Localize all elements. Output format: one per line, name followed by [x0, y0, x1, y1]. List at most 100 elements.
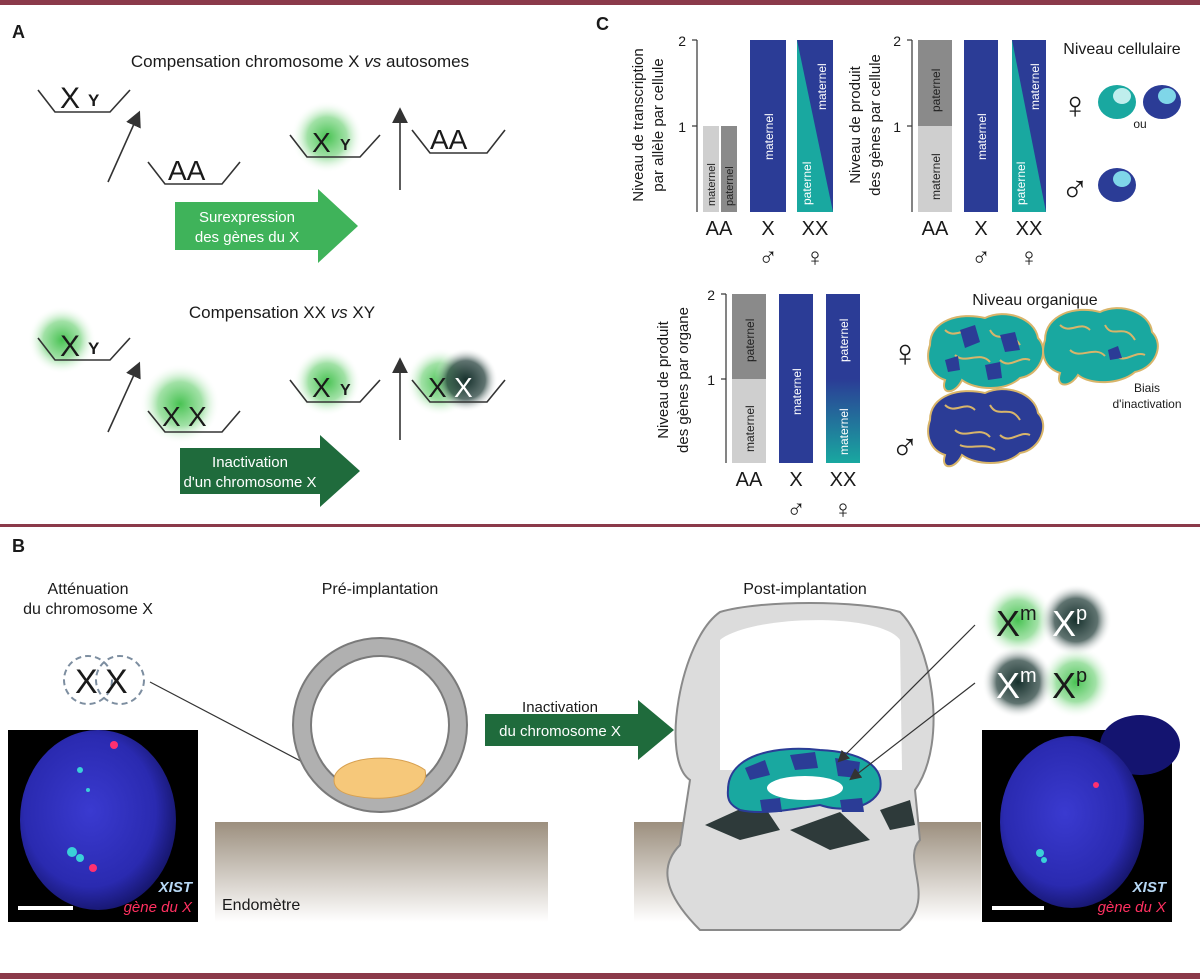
- female-symbol: ♀: [805, 242, 825, 272]
- chart2-cat-x: X: [974, 218, 987, 240]
- section-divider: [0, 524, 1200, 527]
- bar-label-paternel: paternel: [837, 319, 851, 362]
- chart2-ylabel-line1: Niveau de produit: [847, 65, 864, 183]
- chart1-tick-1: 1: [678, 119, 686, 135]
- post-implantation-embryo: [666, 602, 935, 931]
- chart2-cat-aa: AA: [922, 218, 949, 240]
- autosomes-aa: AA: [430, 124, 468, 155]
- bar-label-maternel: maternel: [762, 113, 776, 160]
- chromosome-x-inactive: X: [454, 372, 473, 403]
- svg-text:des gènes du X: des gènes du X: [195, 229, 299, 246]
- chart1-tick-2: 2: [678, 33, 686, 49]
- organ-level: Niveau organique ♀ Biais d'inactivation …: [891, 292, 1182, 469]
- male-symbol: ♂: [971, 242, 991, 272]
- chart3-tick-2: 2: [707, 287, 715, 303]
- surexpression-arrow: Surexpression des gènes du X: [175, 189, 358, 263]
- svg-text:Xp: Xp: [1052, 603, 1087, 644]
- pointer-line-3: [849, 682, 976, 781]
- arrow-up-3: [107, 361, 141, 433]
- bottom-border: [0, 973, 1200, 979]
- bar-label-maternel: maternel: [837, 408, 851, 455]
- female-symbol: ♀: [1061, 85, 1090, 127]
- female-symbol: ♀: [1019, 242, 1039, 272]
- chart-transcription: Niveau de transcription par allèle par c…: [630, 33, 833, 272]
- female-symbol: ♀: [833, 494, 853, 524]
- stage3-title: Post-implantation: [743, 581, 867, 598]
- stage1-line1: Atténuation: [48, 581, 129, 598]
- xy-tray-glow-3: X Y: [289, 348, 381, 416]
- xm-xp-cell-1: Xm Xp: [982, 584, 1112, 656]
- chart2-cat-xx: XX: [1016, 218, 1043, 240]
- inactivation-arrow-a: Inactivation d'un chromosome X: [180, 435, 360, 507]
- xy-tray-1: X Y: [37, 82, 131, 115]
- bar-label-maternel: maternel: [929, 153, 943, 200]
- chromosome-x: X: [188, 401, 207, 432]
- xm-xp-cell-2: Xm Xp: [982, 646, 1112, 718]
- autosomes-aa: AA: [168, 155, 206, 186]
- chart3-cat-xx: XX: [830, 469, 857, 491]
- male-symbol: ♂: [758, 242, 778, 272]
- chart2-ylabel-line2: des gènes par cellule: [867, 54, 884, 196]
- bar-label-paternel: paternel: [800, 162, 814, 205]
- bar-label-maternel: maternel: [743, 405, 757, 452]
- bar-label-paternel: paternel: [929, 69, 943, 112]
- bar-label-maternel: maternel: [975, 113, 989, 160]
- chart1-ylabel-line1: Niveau de transcription: [630, 48, 647, 201]
- gene-x-legend: gène du X: [1098, 899, 1167, 916]
- female-symbol: ♀: [891, 333, 920, 375]
- chromosome-x: X: [312, 127, 331, 158]
- xist-legend: XIST: [158, 879, 194, 896]
- brain-biased-icon: [1042, 307, 1159, 386]
- attenuated-xx: X X: [63, 655, 145, 705]
- chart3-cat-aa: AA: [736, 469, 763, 491]
- bias-line2: d'inactivation: [1113, 397, 1182, 411]
- bar-label-maternel: maternel: [815, 63, 829, 110]
- chromosome-y: Y: [340, 137, 351, 154]
- chart1-cat-xx: XX: [802, 218, 829, 240]
- chart1-cat-x: X: [761, 218, 774, 240]
- chart3-cat-x: X: [789, 469, 802, 491]
- arrow-up-1: [107, 110, 141, 183]
- chart2-tick-1: 1: [893, 119, 901, 135]
- micrograph-right: XIST gène du X: [982, 715, 1180, 922]
- chromosome-x: X: [312, 372, 331, 403]
- bar-label-maternel: maternel: [790, 368, 804, 415]
- chromosome-x: X: [60, 82, 80, 115]
- svg-text:Xp: Xp: [1052, 665, 1087, 706]
- brain-mosaic-icon: [927, 313, 1045, 393]
- bar-label-paternel: paternel: [1014, 162, 1028, 205]
- gene-x-legend: gène du X: [124, 899, 193, 916]
- male-symbol: ♂: [786, 494, 806, 524]
- chromosome-x: X: [162, 401, 181, 432]
- brain-male-icon: [927, 388, 1045, 468]
- xy-tray-glow-2: X Y: [28, 306, 131, 374]
- svg-text:du chromosome X: du chromosome X: [499, 723, 621, 740]
- blastocyst: [292, 637, 468, 813]
- svg-text:Inactivation: Inactivation: [212, 454, 288, 471]
- stage2-title: Pré-implantation: [322, 581, 439, 598]
- or-label: ou: [1133, 117, 1146, 131]
- svg-text:Xm: Xm: [996, 665, 1037, 706]
- chart2-tick-2: 2: [893, 33, 901, 49]
- panel-label-c: C: [596, 14, 609, 34]
- top-border: [0, 0, 1200, 5]
- aa-tray-2: AA: [411, 124, 506, 155]
- xy-tray-glow: X Y: [289, 101, 381, 173]
- chromosome-y: Y: [88, 91, 100, 110]
- cellular-level: Niveau cellulaire ♀ ou ♂: [1061, 41, 1181, 211]
- pointer-line-2: [837, 624, 976, 763]
- cellular-title: Niveau cellulaire: [1063, 41, 1180, 58]
- panel-a-title1: Compensation chromosome X vs autosomes: [131, 52, 469, 71]
- chromosome-x: X: [105, 663, 128, 701]
- chart1-ylabel-line2: par allèle par cellule: [650, 58, 667, 191]
- panel-label-b: B: [12, 536, 25, 556]
- organ-title: Niveau organique: [972, 292, 1098, 309]
- chromosome-y: Y: [88, 339, 100, 358]
- xx-tray-glow: X X: [140, 364, 241, 444]
- chromosome-x: X: [75, 663, 98, 701]
- chromosome-x: X: [60, 330, 80, 363]
- panel-label-a: A: [12, 22, 25, 42]
- chart3-tick-1: 1: [707, 372, 715, 388]
- endometrium-label: Endomètre: [222, 897, 300, 914]
